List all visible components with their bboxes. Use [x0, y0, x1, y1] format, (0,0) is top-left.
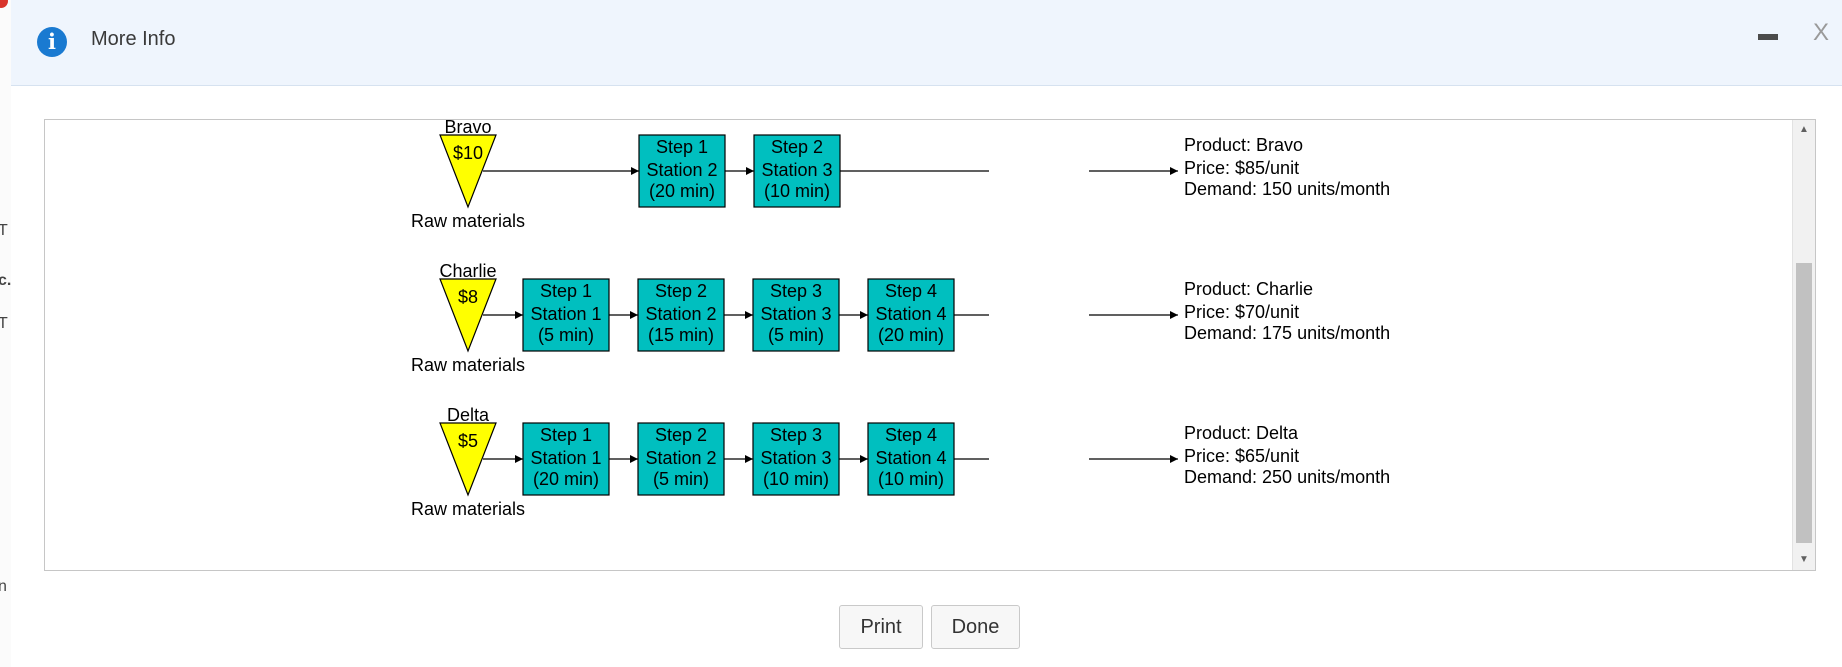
raw-material-product-name: Charlie	[439, 261, 496, 281]
step-label: Step 2	[655, 425, 707, 445]
background-close-icon	[0, 0, 8, 8]
step-time-label: (10 min)	[878, 469, 944, 489]
product-demand-text: Demand: 150 units/month	[1184, 179, 1390, 199]
print-button[interactable]: Print	[839, 605, 923, 649]
step-box	[753, 134, 841, 208]
station-label: Station 3	[760, 448, 831, 468]
product-price-text: Price: $70/unit	[1184, 302, 1299, 322]
raw-material-triangle	[439, 278, 497, 353]
raw-material-cost: $8	[458, 287, 478, 307]
info-icon: i	[37, 27, 67, 57]
step-label: Step 1	[540, 281, 592, 301]
product-demand-text: Demand: 175 units/month	[1184, 323, 1390, 343]
station-label: Station 1	[530, 304, 601, 324]
background-text-fragment: T	[0, 315, 8, 333]
step-time-label: (20 min)	[878, 325, 944, 345]
product-name-text: Product: Charlie	[1184, 279, 1313, 299]
step-label: Step 3	[770, 425, 822, 445]
station-label: Station 2	[646, 160, 717, 180]
raw-material-product-name: Bravo	[444, 120, 491, 137]
step-time-label: (20 min)	[649, 181, 715, 201]
step-label: Step 2	[655, 281, 707, 301]
station-label: Station 2	[645, 448, 716, 468]
dialog-header: i More Info X	[11, 0, 1842, 86]
raw-material-triangle	[439, 422, 497, 497]
station-label: Station 3	[760, 304, 831, 324]
step-time-label: (5 min)	[653, 469, 709, 489]
raw-material-label: Raw materials	[411, 499, 525, 519]
dialog-title: More Info	[91, 28, 176, 50]
step-label: Step 3	[770, 281, 822, 301]
raw-material-cost: $10	[453, 143, 483, 163]
step-box	[867, 278, 955, 352]
close-button[interactable]: X	[1812, 19, 1829, 46]
step-label: Step 1	[540, 425, 592, 445]
product-price-text: Price: $85/unit	[1184, 158, 1299, 178]
step-box	[637, 278, 725, 352]
station-label: Station 3	[761, 160, 832, 180]
step-time-label: (5 min)	[538, 325, 594, 345]
step-time-label: (5 min)	[768, 325, 824, 345]
station-label: Station 4	[875, 304, 946, 324]
station-label: Station 2	[645, 304, 716, 324]
step-box	[867, 422, 955, 496]
step-time-label: (10 min)	[764, 181, 830, 201]
raw-material-cost: $5	[458, 431, 478, 451]
product-demand-text: Demand: 250 units/month	[1184, 467, 1390, 487]
background-text-fragment: T	[0, 222, 8, 240]
step-label: Step 4	[885, 425, 937, 445]
step-box	[522, 422, 610, 496]
background-text-fragment: n	[0, 578, 7, 596]
scroll-down-arrow-icon[interactable]: ▼	[1799, 554, 1809, 565]
step-box	[752, 278, 840, 352]
step-label: Step 2	[771, 137, 823, 157]
minimize-icon	[1758, 34, 1778, 40]
step-time-label: (20 min)	[533, 469, 599, 489]
raw-material-product-name: Delta	[447, 405, 490, 425]
step-label: Step 4	[885, 281, 937, 301]
scrollbar-thumb[interactable]	[1796, 263, 1812, 543]
step-box	[638, 134, 726, 208]
minimize-button[interactable]	[1752, 26, 1784, 46]
raw-material-label: Raw materials	[411, 355, 525, 375]
step-time-label: (15 min)	[648, 325, 714, 345]
step-box	[637, 422, 725, 496]
product-price-text: Price: $65/unit	[1184, 446, 1299, 466]
step-box	[522, 278, 610, 352]
raw-material-triangle	[439, 134, 497, 209]
step-time-label: (10 min)	[763, 469, 829, 489]
done-button[interactable]: Done	[931, 605, 1020, 649]
product-name-text: Product: Delta	[1184, 423, 1299, 443]
vertical-scrollbar[interactable]: ▲ ▼	[1792, 120, 1815, 570]
product-name-text: Product: Bravo	[1184, 135, 1303, 155]
raw-material-label: Raw materials	[411, 211, 525, 231]
background-text-fragment: c.	[0, 272, 12, 289]
station-label: Station 1	[530, 448, 601, 468]
station-label: Station 4	[875, 448, 946, 468]
step-box	[752, 422, 840, 496]
scroll-up-arrow-icon[interactable]: ▲	[1799, 124, 1809, 135]
step-label: Step 1	[656, 137, 708, 157]
